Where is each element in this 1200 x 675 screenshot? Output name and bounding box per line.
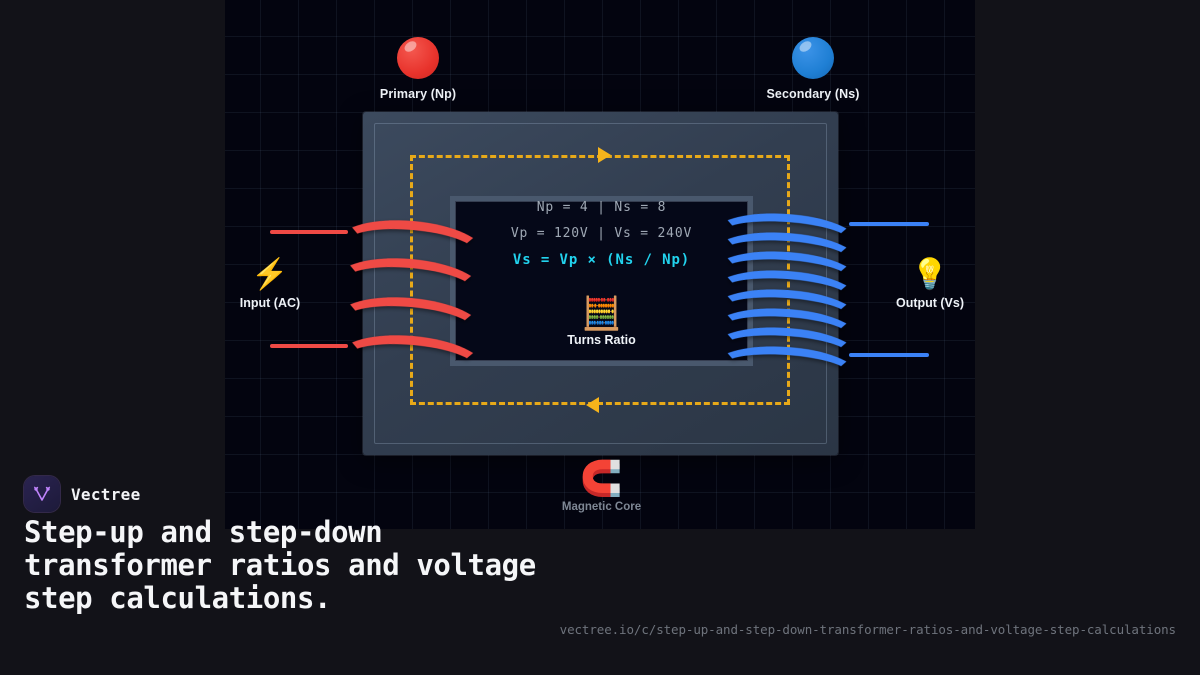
brand-name: Vectree xyxy=(71,484,141,504)
terminal-primary: Primary (Np) xyxy=(345,37,491,101)
input-ac-block: ⚡ Input (AC) xyxy=(225,258,335,310)
core-window-panel xyxy=(450,196,753,366)
page-title: Step-up and step-down transformer ratios… xyxy=(24,515,536,615)
magnetic-core-label: Magnetic Core xyxy=(561,501,642,513)
primary-lead-bottom xyxy=(270,344,348,348)
formula-line-voltages: Vp = 120V | Vs = 240V xyxy=(510,226,693,241)
blue-node-icon xyxy=(792,37,834,79)
magnet-icon: 🧲 xyxy=(580,460,623,498)
flux-edge-right xyxy=(787,155,790,405)
terminal-primary-label: Primary (Np) xyxy=(379,87,457,101)
red-node-icon xyxy=(397,37,439,79)
high-voltage-icon: ⚡ xyxy=(251,258,289,291)
magnetic-core-block: 🧲 Magnetic Core xyxy=(455,460,748,513)
light-bulb-icon: 💡 xyxy=(911,258,949,291)
output-vs-label: Output (Vs) xyxy=(895,296,965,310)
brand: Vectree xyxy=(24,476,141,512)
magnetic-flux-loop xyxy=(410,147,790,413)
turns-ratio-block: 🧮 Turns Ratio xyxy=(455,295,748,347)
terminal-secondary: Secondary (Ns) xyxy=(715,37,911,101)
secondary-lead-bottom xyxy=(849,353,929,357)
abacus-icon: 🧮 xyxy=(581,295,622,331)
turns-ratio-label: Turns Ratio xyxy=(567,333,636,347)
formula-block: Np = 4 | Ns = 8 Vp = 120V | Vs = 240V Vs… xyxy=(455,200,748,279)
flux-edge-left xyxy=(410,155,413,405)
flux-edge-bottom xyxy=(410,402,790,405)
transformer-core-inner-frame xyxy=(374,123,827,444)
source-url: vectree.io/c/step-up-and-step-down-trans… xyxy=(559,622,1176,637)
secondary-lead-top xyxy=(849,222,929,226)
diagram-canvas: Primary (Np) Secondary (Ns) Np = 4 | Ns … xyxy=(225,0,975,529)
terminal-secondary-label: Secondary (Ns) xyxy=(766,87,860,101)
output-vs-block: 💡 Output (Vs) xyxy=(865,258,975,310)
flux-arrow-right-icon xyxy=(598,147,611,163)
input-ac-label: Input (AC) xyxy=(239,296,301,310)
vectree-v-logo-icon xyxy=(24,476,60,512)
flux-arrow-left-icon xyxy=(586,397,599,413)
formula-line-turns: Np = 4 | Ns = 8 xyxy=(536,200,667,215)
formula-line-equation: Vs = Vp × (Ns / Np) xyxy=(512,252,691,268)
primary-lead-top xyxy=(270,230,348,234)
